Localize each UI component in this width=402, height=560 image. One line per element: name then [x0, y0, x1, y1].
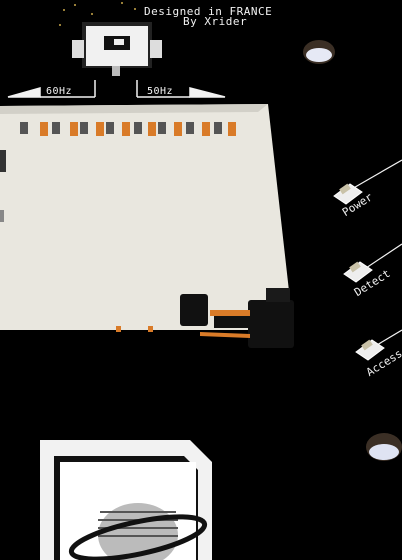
freq-label-50hz: 50Hz	[147, 86, 174, 97]
led-traces	[349, 159, 402, 349]
led-detect-component	[343, 261, 373, 283]
led-access-component	[355, 339, 385, 361]
sd-card-slot[interactable]	[0, 104, 290, 330]
led-power-component	[333, 183, 363, 205]
credit-line-2: By Xrider	[183, 15, 248, 28]
silkscreen-specks	[59, 2, 136, 26]
mounting-hole-top	[303, 40, 335, 64]
slide-switch[interactable]	[72, 22, 162, 76]
slot-connector	[116, 288, 294, 348]
mounting-hole-bottom	[366, 433, 402, 461]
freq-label-60hz: 60Hz	[46, 86, 73, 97]
credit-line-1: Designed in FRANCE	[144, 5, 273, 18]
sd-card-logo	[40, 440, 212, 560]
freq-bracket	[7, 80, 226, 98]
sd-slot-pins	[20, 122, 236, 136]
